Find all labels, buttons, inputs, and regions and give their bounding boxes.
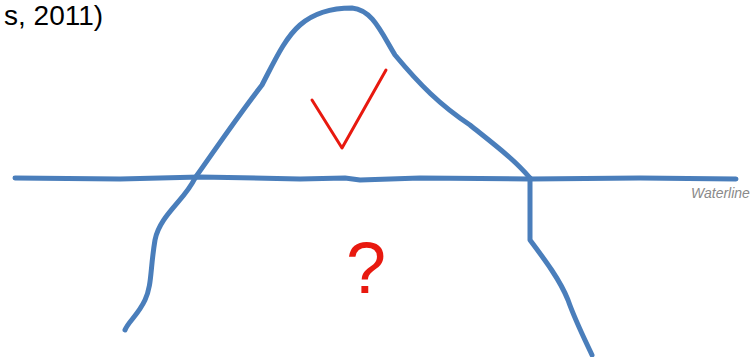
- iceberg-tip: [195, 8, 530, 178]
- iceberg-base-right: [530, 178, 592, 355]
- question-mark: ?: [346, 232, 386, 304]
- citation-text: s, 2011): [4, 2, 103, 30]
- iceberg-base-left: [125, 178, 195, 330]
- waterline-label: Waterline: [691, 186, 750, 200]
- waterline-line: [15, 177, 736, 180]
- check-mark: [312, 70, 386, 148]
